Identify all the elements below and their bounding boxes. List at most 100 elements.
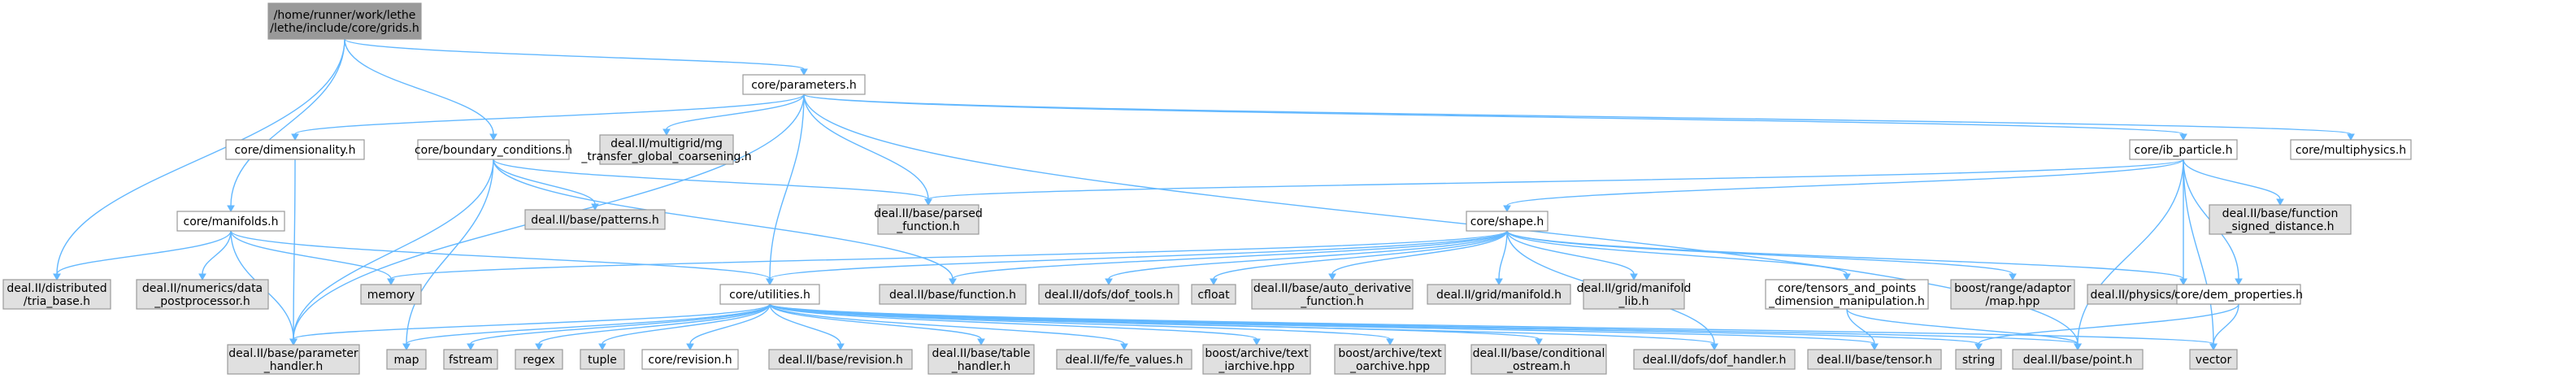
edge-arrowhead: [2009, 273, 2017, 281]
node-label: memory: [367, 289, 415, 302]
edge-utilities-to-paramhandler: [289, 303, 771, 346]
edge-parameters-to-dimensionality: [291, 93, 805, 141]
node-tablehandler[interactable]: deal.II/base/table_handler.h: [927, 344, 1035, 375]
edge-utilities-to-tablehandler: [769, 303, 985, 346]
node-doftools[interactable]: deal.II/dofs/dof_tools.h: [1038, 284, 1179, 305]
edge-arrowhead: [2074, 343, 2082, 351]
node-revision[interactable]: core/revision.h: [641, 349, 739, 370]
edge-arrowhead: [800, 68, 808, 76]
node-utilities[interactable]: core/utilities.h: [719, 284, 820, 305]
node-point[interactable]: deal.II/base/point.h: [2012, 349, 2144, 370]
node-label: _iarchive.hpp: [1218, 360, 1294, 373]
node-label: core/dem_properties.h: [2174, 289, 2303, 302]
node-label: deal.II/grid/manifold.h: [1436, 289, 1562, 302]
node-label: core/shape.h: [1470, 215, 1544, 228]
node-memory[interactable]: memory: [360, 284, 422, 305]
node-autoderiv[interactable]: deal.II/base/auto_derivative_function.h: [1251, 279, 1414, 310]
edge-arrowhead: [489, 133, 497, 141]
edge-line: [927, 159, 2184, 200]
edge-manifolds-to-datapost: [198, 230, 232, 281]
node-dimensionality[interactable]: core/dimensionality.h: [225, 139, 365, 160]
node-datapost[interactable]: deal.II/numerics/data_postprocessor.h: [136, 279, 269, 310]
node-label: core/parameters.h: [751, 79, 857, 92]
node-rangeadaptor[interactable]: boost/range/adaptor/map.hpp: [1950, 279, 2075, 310]
node-signeddist[interactable]: deal.II/base/function_signed_distance.h: [2209, 204, 2352, 235]
node-box: [2012, 349, 2144, 370]
node-label: vector: [2196, 354, 2232, 367]
node-parameters[interactable]: core/parameters.h: [742, 74, 866, 95]
edge-line: [2213, 303, 2239, 345]
node-label: core/revision.h: [648, 354, 732, 367]
node-box: [1583, 279, 1685, 310]
edge-line: [56, 38, 345, 275]
node-map[interactable]: map: [386, 349, 427, 370]
node-oarchive[interactable]: boost/archive/text_oarchive.hpp: [1334, 344, 1446, 375]
node-shape[interactable]: core/shape.h: [1466, 211, 1549, 232]
node-dofhandler[interactable]: deal.II/dofs/dof_handler.h: [1633, 349, 1796, 370]
node-label: deal.II/multigrid/mg: [610, 137, 723, 150]
edge-demprops-to-vector: [2209, 303, 2239, 351]
node-box: [443, 349, 498, 370]
node-label: deal.II/distributed: [7, 282, 106, 295]
node-root[interactable]: /home/runner/work/lethe/lethe/include/co…: [267, 2, 422, 40]
node-ibparticle[interactable]: core/ib_particle.h: [2129, 139, 2238, 160]
node-vector[interactable]: vector: [2189, 349, 2238, 370]
node-label: deal.II/base/function: [2222, 207, 2339, 220]
node-label: deal.II/base/patterns.h: [531, 214, 659, 227]
edge-utilities-to-regex: [535, 303, 771, 351]
edge-arrowhead: [2179, 133, 2187, 141]
node-tensorsmanip[interactable]: core/tensors_and_points_dimension_manipu…: [1765, 279, 1929, 310]
node-parsedfn[interactable]: deal.II/base/parsed_function.h: [874, 204, 983, 235]
edge-line: [2183, 159, 2281, 200]
node-cfloat[interactable]: cfloat: [1191, 284, 1236, 305]
node-gridmanifold[interactable]: deal.II/grid/manifold.h: [1427, 284, 1571, 305]
node-string[interactable]: string: [1955, 349, 2002, 370]
node-box: [2176, 284, 2301, 305]
edge-ibparticle-to-signeddist: [2183, 159, 2284, 207]
edge-line: [769, 303, 1125, 345]
node-box: [2189, 349, 2238, 370]
edge-line: [666, 93, 805, 130]
node-demprops[interactable]: core/dem_properties.h: [2174, 284, 2303, 305]
node-manifoldlib[interactable]: deal.II/grid/manifold_lib.h: [1577, 279, 1692, 310]
edge-utilities-to-fevalues: [769, 303, 1128, 351]
node-label: _ostream.h: [1506, 360, 1570, 373]
node-box: [225, 139, 365, 160]
node-boundary[interactable]: core/boundary_conditions.h: [415, 139, 572, 160]
edge-arrowhead: [402, 343, 411, 351]
node-iarchive[interactable]: boost/archive/text_iarchive.hpp: [1202, 344, 1311, 375]
edge-shape-to-utilities: [766, 230, 1508, 286]
edge-line: [1498, 230, 1508, 280]
node-mgtransfer[interactable]: deal.II/multigrid/mg_transfer_global_coa…: [580, 134, 752, 165]
node-paramhandler[interactable]: deal.II/base/parameter_handler.h: [227, 344, 360, 375]
node-regex[interactable]: regex: [515, 349, 563, 370]
edge-utilities-to-dofhandler: [769, 303, 1718, 351]
node-tensor[interactable]: deal.II/base/tensor.h: [1807, 349, 1942, 370]
node-function[interactable]: deal.II/base/function.h: [879, 284, 1027, 305]
node-label: _handler.h: [951, 360, 1011, 373]
edge-arrowhead: [1253, 338, 1261, 346]
edge-line: [769, 303, 2214, 345]
node-label: core/tensors_and_points: [1778, 282, 1916, 295]
edge-line: [1506, 230, 2184, 280]
node-triabase[interactable]: deal.II/distributed/tria_base.h: [2, 279, 111, 310]
node-fevalues[interactable]: deal.II/fe/fe_values.h: [1056, 349, 1192, 370]
node-patterns[interactable]: deal.II/base/patterns.h: [524, 209, 666, 230]
node-tuple[interactable]: tuple: [580, 349, 625, 370]
nodes-layer: /home/runner/work/lethe/lethe/include/co…: [2, 2, 2412, 375]
edge-arrowhead: [949, 278, 957, 286]
node-box: [386, 349, 427, 370]
edge-line: [390, 230, 1508, 280]
node-multiphysics[interactable]: core/multiphysics.h: [2290, 139, 2412, 160]
node-box: [1427, 284, 1571, 305]
node-manifolds[interactable]: core/manifolds.h: [176, 211, 285, 232]
node-label: deal.II/fe/fe_values.h: [1065, 354, 1183, 367]
edge-arrowhead: [1503, 205, 1511, 213]
edge-arrowhead: [1120, 343, 1128, 351]
node-label: /tria_base.h: [24, 295, 90, 308]
node-condostream[interactable]: deal.II/base/conditional_ostream.h: [1470, 344, 1607, 375]
edge-demprops-to-string: [1974, 303, 2239, 351]
edge-arrowhead: [1328, 273, 1336, 281]
node-fstream[interactable]: fstream: [443, 349, 498, 370]
node-baserevision[interactable]: deal.II/base/revision.h: [768, 349, 913, 370]
